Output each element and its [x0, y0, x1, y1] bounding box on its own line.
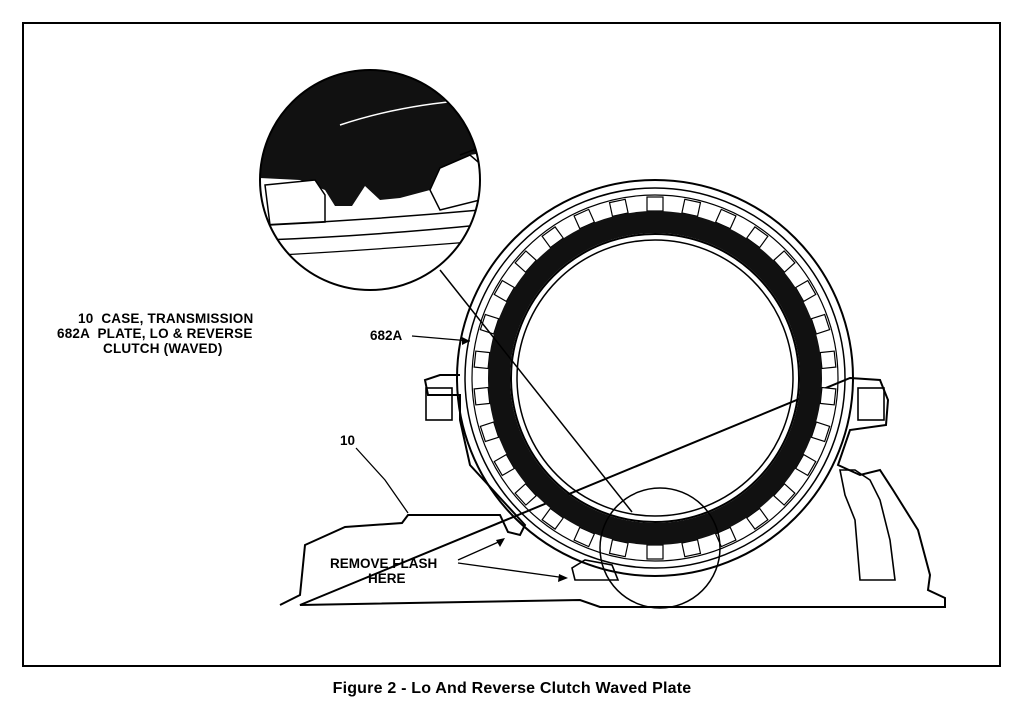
detail-magnified-content	[260, 70, 480, 256]
clutch-tooth	[541, 507, 565, 530]
callout-remove-flash-line2: HERE	[368, 571, 406, 586]
clutch-tooth	[745, 226, 769, 249]
detail-magnified-border	[259, 69, 481, 291]
case-right-boss	[857, 387, 885, 421]
remove-flash-leader-2	[457, 562, 567, 579]
clutch-housing-ring-2	[464, 187, 846, 569]
clutch-plate-teeth	[473, 196, 837, 560]
clutch-housing-outer-ring	[456, 179, 854, 577]
transmission-case-outline	[279, 374, 946, 608]
case-right-bracket	[839, 469, 896, 581]
bore-inner-edge	[516, 239, 794, 517]
case-bottom-flash	[571, 559, 620, 581]
detail-leader-line	[439, 269, 633, 513]
figure-frame	[22, 22, 1001, 667]
callout-682a-leader	[411, 335, 471, 342]
figure-caption: Figure 2 - Lo And Reverse Clutch Waved P…	[332, 680, 692, 697]
plate-inner-edge	[510, 233, 800, 523]
clutch-tooth	[646, 544, 664, 560]
clutch-tooth	[745, 507, 769, 530]
clutch-housing-ring-3	[471, 194, 839, 562]
clutch-tooth	[819, 386, 837, 406]
clutch-tooth	[473, 350, 491, 370]
callout-10-leader	[355, 447, 409, 514]
legend-item-case: 10 CASE, TRANSMISSION	[78, 311, 254, 326]
clutch-tooth	[541, 226, 565, 249]
legend-item-plate-cont: CLUTCH (WAVED)	[103, 341, 223, 356]
callout-label-10: 10	[340, 433, 356, 448]
clutch-tooth	[646, 196, 664, 212]
callout-remove-flash-line1: REMOVE FLASH	[330, 556, 438, 571]
case-left-boss	[425, 387, 453, 421]
callout-label-682a: 682A	[370, 328, 403, 343]
remove-flash-leader-1	[457, 539, 504, 561]
detail-source-circle	[599, 487, 721, 609]
clutch-tooth	[473, 386, 491, 406]
legend-item-plate: 682A PLATE, LO & REVERSE	[57, 326, 253, 341]
clutch-tooth	[819, 350, 837, 370]
clutch-tooth	[573, 208, 596, 230]
waved-plate-ring	[488, 211, 822, 545]
clutch-tooth	[714, 208, 737, 230]
